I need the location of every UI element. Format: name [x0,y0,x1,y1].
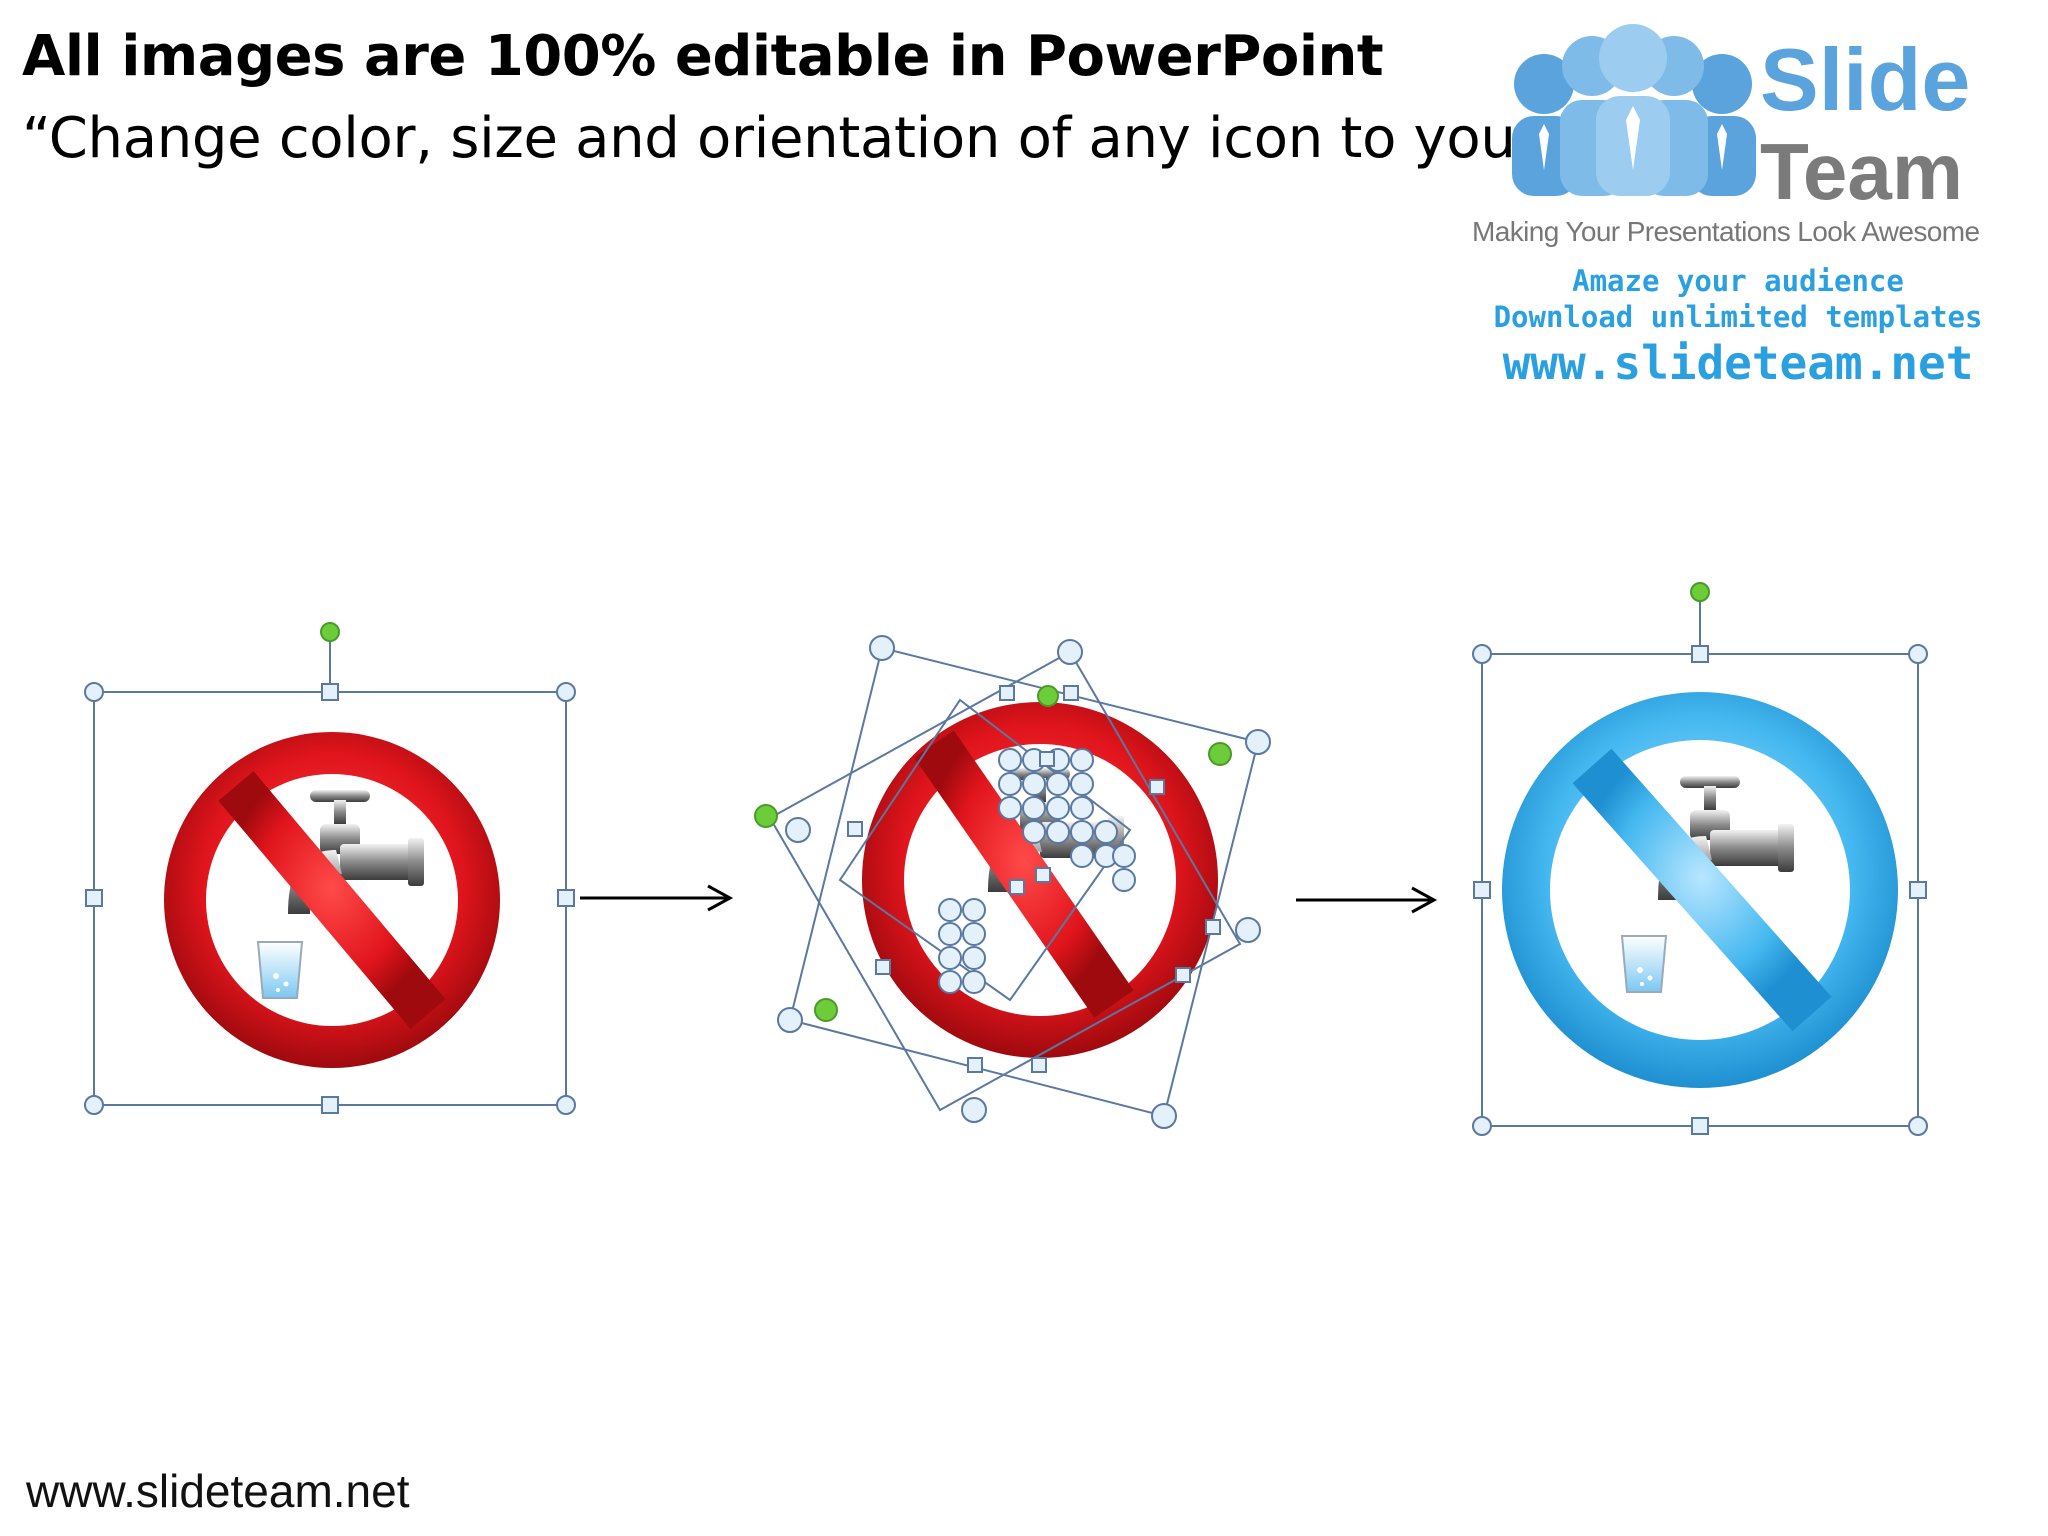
arrow-right-icon [580,884,734,912]
resize-handle[interactable] [321,683,339,701]
logo-promo-line1: Amaze your audience [1572,264,1904,298]
no-water-icon-red[interactable] [164,732,500,1068]
resize-handle[interactable] [556,1095,576,1115]
icon-stage [84,582,1928,1136]
resize-handle[interactable] [84,1095,104,1115]
resize-handle[interactable] [1691,645,1709,663]
resize-handle[interactable] [321,1096,339,1114]
people-logo-icon [1512,24,1756,196]
resize-handle[interactable] [1472,644,1492,664]
resize-handle[interactable] [1691,1117,1709,1135]
selection-box-3[interactable] [1472,582,1928,1136]
logo-promo-line2: Download unlimited templates [1493,300,1983,334]
resize-handle[interactable] [1473,881,1491,899]
prohibition-slash [218,771,446,1029]
prohibition-slash [1572,748,1832,1032]
slideteam-logo: Slide Team Making Your Presentations Loo… [1468,20,2028,390]
resize-handle[interactable] [1472,1116,1492,1136]
resize-handle[interactable] [556,682,576,702]
rotate-handle[interactable] [320,622,340,642]
resize-handle[interactable] [85,889,103,907]
slide-title: All images are 100% editable in PowerPoi… [22,24,1384,89]
logo-brand-team: Team [1760,127,1964,216]
ungrouped-handles[interactable] [754,635,1271,1129]
logo-promo-url[interactable]: www.slideteam.net [1502,336,1974,390]
resize-handle[interactable] [1909,881,1927,899]
resize-handle[interactable] [1908,644,1928,664]
selection-box-1[interactable] [84,622,576,1115]
no-water-icon-blue[interactable] [1502,692,1898,1088]
prohibition-slash [914,730,1134,1018]
resize-handle[interactable] [557,889,575,907]
slide-subtitle: “Change color, size and orientation of a… [22,106,1733,171]
rotate-handle[interactable] [1690,582,1710,602]
arrow-right-icon [1296,886,1438,914]
resize-handle[interactable] [84,682,104,702]
resize-handle[interactable] [1908,1116,1928,1136]
water-glass-icon [1621,935,1667,993]
logo-brand-slide: Slide [1760,30,1971,129]
footer-url[interactable]: www.slideteam.net [26,1465,410,1517]
water-glass-icon [257,941,303,999]
logo-tagline: Making Your Presentations Look Awesome [1472,216,1980,247]
